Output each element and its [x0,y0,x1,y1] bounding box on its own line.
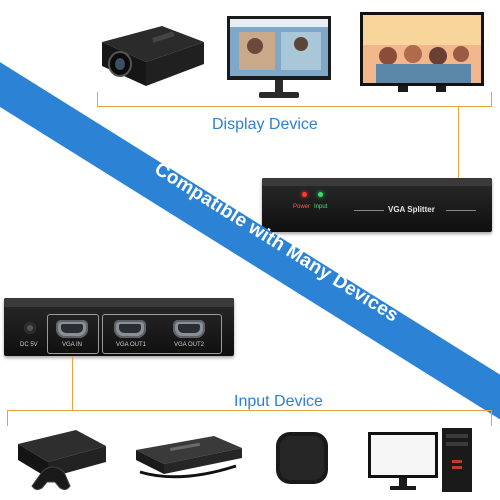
monitor-icon [225,14,333,102]
vga-out2-port [173,320,205,338]
product-label-line-right [446,210,476,211]
vga-in-frame [47,314,99,354]
product-label-line-left [354,210,384,211]
power-led [302,192,307,197]
dc-label: DC 5V [20,342,38,348]
game-console-icon [12,426,112,494]
input-led [318,192,323,197]
vga-out-frame [102,314,222,354]
input-bracket-left [7,410,8,426]
set-top-box-icon [130,430,246,482]
input-caption: Input Device [234,393,323,410]
splitter-rear-top-edge [4,298,234,307]
input-label: Input [314,204,328,210]
projector-icon [92,18,210,92]
display-caption: Display Device [212,116,318,133]
vga-out2-label: VGA OUT2 [174,342,205,348]
vga-out1-port [114,320,146,338]
tv-box-icon [272,428,332,488]
product-label: VGA Splitter [388,205,435,214]
tv-icon [358,10,486,96]
input-connector [72,356,73,410]
vga-out1-label: VGA OUT1 [116,342,147,348]
splitter-front-top-edge [262,178,492,186]
display-bracket-left [97,92,98,106]
display-bracket-bottom [97,106,492,107]
vga-in-port [56,320,88,338]
display-bracket-right [491,92,492,107]
power-label: Power [293,204,311,210]
display-connector [458,106,459,188]
dc-jack [24,322,36,334]
splitter-front [262,178,492,232]
desktop-pc-icon [366,426,476,496]
input-bracket-top [7,410,492,411]
vga-in-label: VGA IN [62,342,83,348]
input-bracket-right [491,410,492,426]
